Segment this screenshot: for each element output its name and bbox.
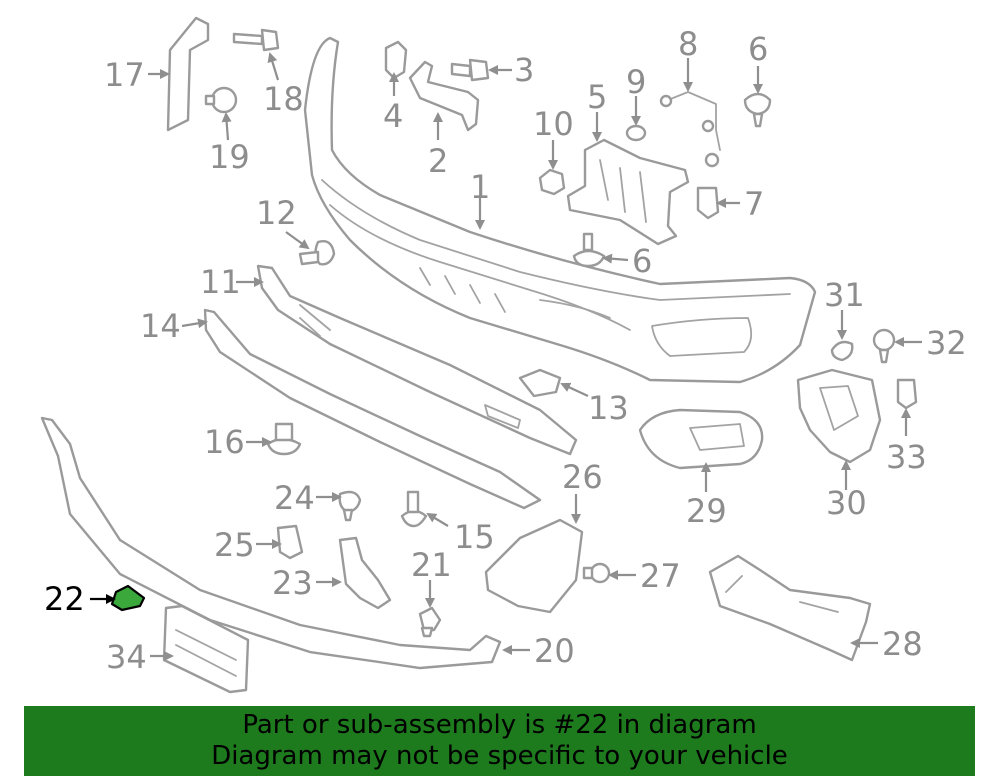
lower-valance-part [203, 308, 542, 510]
lower-trim-part [40, 416, 502, 670]
callout-29: 29 [686, 492, 727, 530]
callout-17: 17 [104, 56, 145, 94]
callout-34: 34 [106, 638, 147, 676]
callout-6b: 6 [632, 242, 652, 280]
callout-19: 19 [209, 138, 250, 176]
mount-bracket-part [338, 536, 392, 610]
callout-13: 13 [588, 389, 629, 427]
callout-3: 3 [514, 51, 534, 89]
banner-line-1: Part or sub-assembly is #22 in diagram [242, 710, 757, 740]
screw-part [298, 240, 336, 266]
callout-12: 12 [256, 194, 297, 232]
callout-33: 33 [886, 438, 927, 476]
callout-11: 11 [200, 263, 241, 301]
callout-labels: 1 2 3 4 5 6 6 7 8 9 10 11 12 13 14 15 16… [44, 25, 967, 676]
callout-6a: 6 [748, 30, 768, 68]
grommet-part [204, 86, 238, 114]
clip-part-4 [896, 378, 918, 410]
pin-part-2 [830, 340, 854, 362]
side-bracket-part [166, 16, 210, 132]
bolt-part-2 [232, 28, 280, 52]
callout-32: 32 [926, 324, 967, 362]
air-deflector-part [566, 138, 690, 246]
callout-21: 21 [411, 546, 452, 584]
pin-part [400, 490, 428, 528]
push-pin-part [743, 92, 772, 128]
clip-part-2 [418, 606, 442, 638]
callout-14: 14 [140, 307, 181, 345]
callout-7: 7 [744, 185, 764, 223]
bumper-cover-part [303, 36, 817, 384]
callout-26: 26 [562, 458, 603, 496]
callout-25: 25 [214, 526, 255, 564]
callout-10: 10 [533, 105, 574, 143]
clip-part-3 [276, 524, 304, 560]
fog-lamp-bezel-part [638, 408, 764, 470]
wire-harness-part [659, 91, 721, 168]
washer-part [625, 124, 647, 142]
callout-24: 24 [274, 479, 315, 517]
callout-5: 5 [587, 78, 607, 116]
bracket-part [408, 60, 480, 132]
callout-28: 28 [882, 625, 923, 663]
tow-bracket-part [708, 554, 872, 662]
callout-16: 16 [204, 423, 245, 461]
callout-1: 1 [470, 168, 490, 206]
bolt-part-3 [582, 562, 611, 584]
screw-part-3 [872, 328, 896, 364]
callout-9: 9 [626, 63, 646, 101]
rivet-part [266, 422, 302, 456]
lower-bracket-part [484, 518, 584, 614]
banner-line-2: Diagram may not be specific to your vehi… [211, 741, 788, 771]
callout-2: 2 [428, 142, 448, 180]
callout-18: 18 [263, 80, 304, 118]
callout-15: 15 [454, 518, 495, 556]
callout-23: 23 [272, 564, 313, 602]
highlighted-part-22 [110, 584, 146, 612]
callout-30: 30 [826, 484, 867, 522]
bolt-part [450, 58, 490, 82]
retainer-clip-part [518, 368, 562, 398]
energy-absorber-part [256, 264, 578, 456]
callout-20: 20 [534, 632, 575, 670]
callout-8: 8 [678, 25, 698, 63]
callout-27: 27 [640, 557, 681, 595]
clip-part [384, 40, 408, 80]
callout-4: 4 [383, 97, 403, 135]
info-banner: Part or sub-assembly is #22 in diagram D… [24, 706, 975, 776]
nut-part [538, 168, 566, 196]
leader-lines [90, 52, 922, 661]
fog-lamp-part [796, 368, 882, 464]
nut-clip-part [696, 186, 720, 220]
callout-22: 22 [44, 580, 85, 618]
callout-31: 31 [824, 276, 865, 314]
push-pin-part-2 [572, 232, 606, 268]
screw-part-2 [338, 490, 362, 522]
parts-diagram: 1 2 3 4 5 6 6 7 8 9 10 11 12 13 14 15 16… [40, 16, 967, 694]
